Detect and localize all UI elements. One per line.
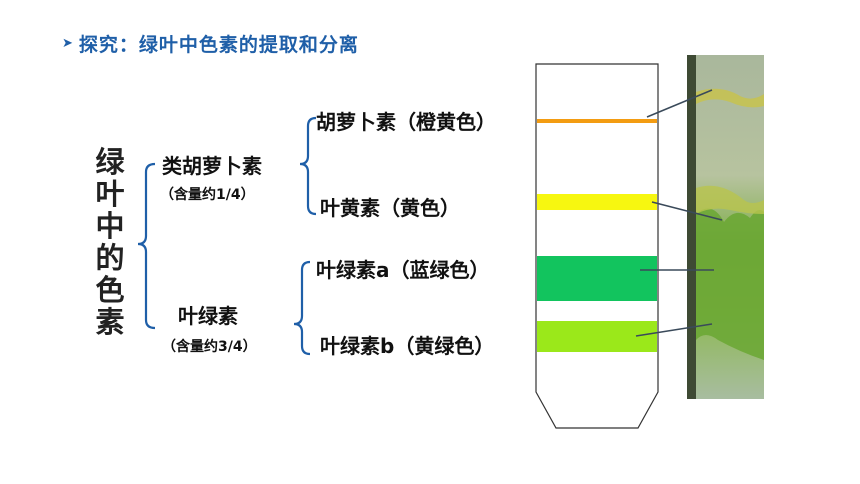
root-label: 绿 叶 中 的 色 素 — [92, 146, 128, 338]
root-bracket — [137, 162, 156, 330]
group-label-chlorophyll: 叶绿素 — [178, 304, 238, 328]
root-char: 的 — [95, 241, 125, 275]
pigment-label-chlorophyll-a: 叶绿素a（蓝绿色） — [316, 258, 490, 282]
band-chlorophyll-a — [537, 256, 657, 301]
group-label-carotenoid: 类胡萝卜素 — [162, 154, 262, 178]
root-char: 绿 — [95, 145, 125, 179]
pointer-line — [651, 201, 723, 221]
pointer-line — [646, 89, 713, 118]
root-char: 素 — [95, 305, 125, 339]
root-char: 色 — [95, 273, 125, 307]
page-title: 探究：绿叶中色素的提取和分离 — [78, 34, 359, 56]
pigment-label-chlorophyll-b: 叶绿素b（黄绿色） — [320, 334, 495, 358]
group-content-carotenoid: （含量约1/4） — [160, 187, 255, 203]
chromatography-tube — [535, 63, 659, 429]
photo-yellow-band — [696, 88, 764, 108]
root-char: 中 — [95, 209, 125, 243]
pigment-label-carotene: 胡萝卜素（橙黄色） — [316, 110, 496, 134]
pigment-label-xanthophyll: 叶黄素（黄色） — [320, 196, 460, 220]
triangle-bullet-icon: ➤ — [62, 36, 73, 51]
band-chlorophyll-b — [537, 321, 657, 352]
group-content-chlorophyll: （含量约3/4） — [162, 339, 257, 355]
band-xanthophyll — [537, 194, 657, 210]
photo-dark-edge — [687, 55, 696, 399]
photo-green-band — [696, 208, 764, 360]
band-carotene — [537, 119, 657, 123]
carotenoid-bracket — [299, 116, 317, 216]
photo-yellow-zone — [696, 185, 764, 214]
pointer-line — [635, 323, 713, 337]
root-char: 叶 — [95, 177, 125, 211]
header: ➤ 探究：绿叶中色素的提取和分离 — [62, 30, 359, 57]
chlorophyll-bracket — [293, 260, 311, 356]
